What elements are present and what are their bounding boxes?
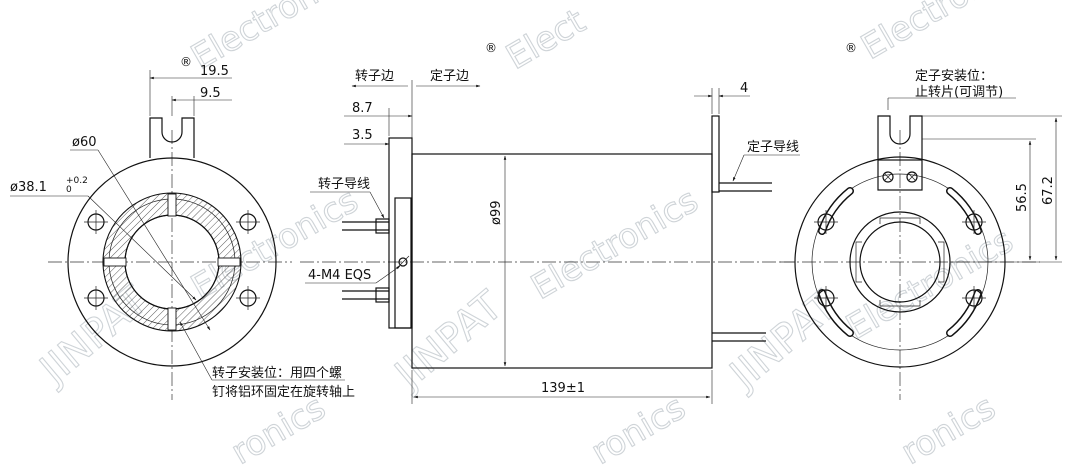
screw-head	[882, 171, 894, 183]
mount-hole	[814, 210, 838, 234]
watermark-word: ronics	[895, 387, 1003, 472]
rotor-wire-label: 转子导线	[318, 177, 370, 192]
tolerance-lower: 0	[66, 185, 72, 195]
dim-phi38: ø38.1	[10, 180, 47, 195]
stator-wire-label: 定子导线	[747, 140, 799, 155]
mount-hole	[84, 210, 108, 234]
left-end-view: 19.5 9.5 ø60 ø38.1 +0.2 0 转子安装位：用四个螺 钉将铝…	[10, 64, 355, 400]
rotor-wires	[342, 218, 390, 303]
dim-56-5: 56.5	[1015, 183, 1030, 212]
arc-slot	[946, 289, 982, 337]
dim-8-7: 8.7	[352, 101, 373, 116]
registered-mark: ®	[485, 41, 497, 55]
right-end-view: 定子安装位： 止转片(可调节) 56.5 67.2	[780, 69, 1062, 400]
watermark-brand: JINPAT	[385, 283, 512, 400]
watermark-word: ronics	[225, 387, 333, 472]
watermark-word: Electronics	[855, 0, 1035, 68]
dim-67-2: 67.2	[1041, 176, 1056, 205]
registered-mark: ®	[845, 41, 857, 55]
watermark-word: Elect	[500, 1, 593, 78]
mount-hole	[84, 286, 108, 310]
mount-hole	[962, 286, 986, 310]
dim-4: 4	[740, 81, 748, 96]
stator-mount-note-1: 定子安装位：	[915, 69, 993, 84]
stator-side-label: 定子边	[430, 69, 469, 84]
rotor-mount-note-1: 转子安装位：用四个螺	[212, 366, 342, 381]
mount-hole	[814, 286, 838, 310]
stator-wires	[712, 182, 772, 342]
arc-slot	[818, 187, 854, 235]
mount-hole	[236, 210, 260, 234]
registered-mark: ®	[180, 55, 192, 69]
dim-length: 139±1	[541, 381, 585, 396]
mount-hole	[962, 210, 986, 234]
screw-spec-label: 4-M4 EQS	[308, 268, 371, 283]
dim-phi99: ø99	[489, 201, 504, 226]
dim-19-5: 19.5	[200, 64, 229, 79]
dim-3-5: 3.5	[352, 128, 373, 143]
screw-head	[906, 171, 918, 183]
watermark-layer: JINPAT Electronics JINPAT Elect Electron…	[29, 0, 1036, 473]
dim-9-5: 9.5	[200, 86, 221, 101]
side-view: 转子边 定子边 8.7 3.5 转子导线 4-	[300, 69, 800, 404]
rotor-side-label: 转子边	[355, 69, 394, 84]
rotor-mount-note-2: 钉将铝环固定在旋转轴上	[212, 385, 355, 400]
dim-phi60: ø60	[72, 135, 97, 150]
arc-slot	[946, 187, 982, 235]
watermark-word: Electronics	[525, 180, 705, 307]
stator-mount-note-2: 止转片(可调节)	[915, 85, 1003, 100]
watermark-word: ronics	[585, 387, 693, 472]
arc-slot	[818, 289, 854, 337]
tolerance-upper: +0.2	[66, 176, 88, 186]
mount-hole	[236, 286, 260, 310]
